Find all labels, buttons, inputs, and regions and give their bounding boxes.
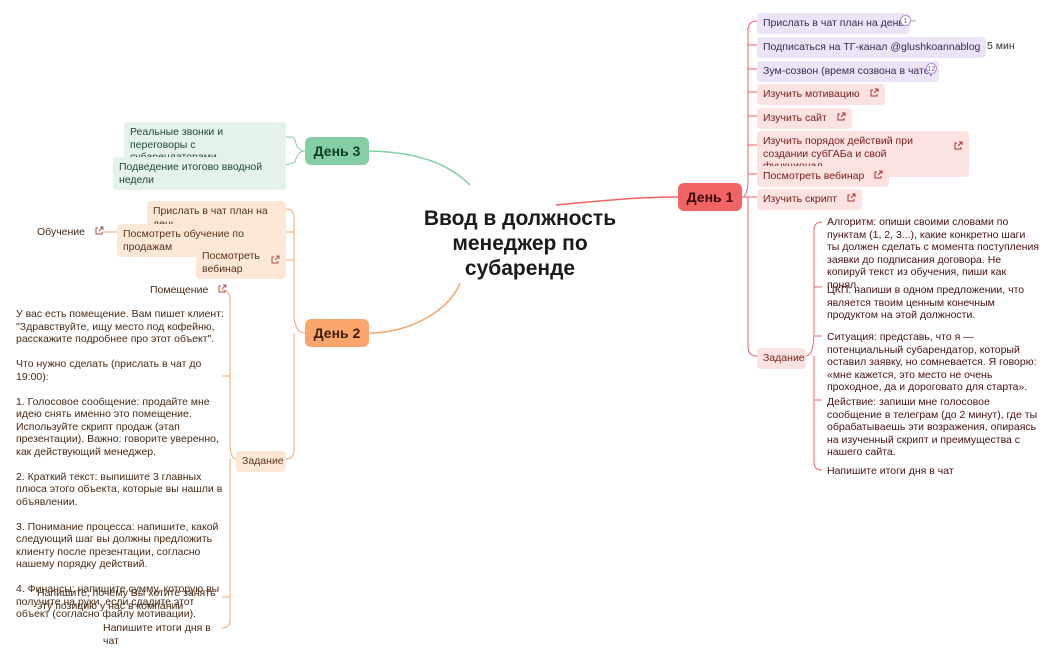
- item-label: Прислать в чат план на день: [763, 17, 904, 29]
- premises-label: Помещение: [150, 284, 209, 296]
- day1-subscribe-note: 5 мин: [987, 40, 1015, 52]
- day1-item-subscribe[interactable]: Подписаться на ТГ-канал @glushkoannablog: [757, 37, 987, 58]
- item-label: Подписаться на ТГ-канал @glushkoannablog: [763, 41, 981, 53]
- external-link-icon[interactable]: [270, 255, 280, 265]
- day1-task-situation[interactable]: Ситуация: представь, что я — потенциальн…: [827, 331, 1037, 393]
- external-link-icon[interactable]: [836, 112, 846, 122]
- day1-item-zoom[interactable]: Зум-созвон (время созвона в чате): [757, 61, 940, 82]
- comment-count-badge[interactable]: 12: [926, 63, 937, 74]
- item-label: Посмотреть вебинар: [202, 250, 260, 275]
- comment-count-badge[interactable]: 1: [900, 15, 911, 26]
- item-label: Изучить скрипт: [763, 193, 838, 205]
- day1-task[interactable]: Задание: [757, 348, 806, 369]
- day2-task-premises[interactable]: Помещение: [150, 284, 227, 297]
- day1-item-webinar[interactable]: Посмотреть вебинар: [757, 166, 890, 187]
- external-link-icon[interactable]: [846, 193, 856, 203]
- external-link-icon[interactable]: [869, 88, 879, 98]
- day2-task-motivation[interactable]: Напишите, почему Вы хотите занять эту по…: [37, 587, 216, 612]
- external-link-icon[interactable]: [873, 170, 883, 180]
- external-link-icon[interactable]: [94, 226, 104, 236]
- external-link-icon[interactable]: [217, 284, 227, 294]
- day2-training-link[interactable]: Обучение: [37, 226, 104, 239]
- day1-task-ckp[interactable]: ЦКП: напиши в одном предложении, что явл…: [827, 284, 1025, 321]
- link-label: Обучение: [37, 226, 86, 238]
- day1-item-script[interactable]: Изучить скрипт: [757, 189, 862, 210]
- day1-task-summary[interactable]: Напишите итоги дня в чат: [827, 465, 954, 477]
- day3-node[interactable]: День 3: [305, 137, 369, 165]
- day3-item-summary[interactable]: Подведение итогово вводной недели: [113, 157, 286, 190]
- item-label: Изучить сайт: [763, 112, 827, 124]
- day1-node[interactable]: День 1: [678, 183, 742, 211]
- day2-task[interactable]: Задание: [236, 451, 286, 472]
- day1-item-plan[interactable]: Прислать в чат план на день: [757, 13, 910, 34]
- day1-task-algorithm[interactable]: Алгоритм: опиши своими словами по пункта…: [827, 216, 1039, 291]
- day1-item-site[interactable]: Изучить сайт: [757, 108, 852, 129]
- item-label: Зум-созвон (время созвона в чате): [763, 65, 934, 77]
- day2-task-description[interactable]: У вас есть помещение. Вам пишет клиент: …: [16, 308, 224, 620]
- day1-task-action[interactable]: Действие: запиши мне голосовое сообщение…: [827, 396, 1038, 458]
- day2-item-webinar[interactable]: Посмотреть вебинар: [196, 246, 286, 279]
- day2-task-summary[interactable]: Напишите итоги дня в чат: [103, 622, 211, 647]
- item-label: Изучить мотивацию: [763, 88, 860, 100]
- external-link-icon[interactable]: [953, 141, 963, 151]
- central-topic[interactable]: Ввод в должность менеджер по субаренде: [423, 207, 617, 280]
- day1-item-motivation[interactable]: Изучить мотивацию: [757, 84, 885, 105]
- day2-node[interactable]: День 2: [305, 319, 369, 347]
- item-label: Посмотреть вебинар: [763, 170, 865, 182]
